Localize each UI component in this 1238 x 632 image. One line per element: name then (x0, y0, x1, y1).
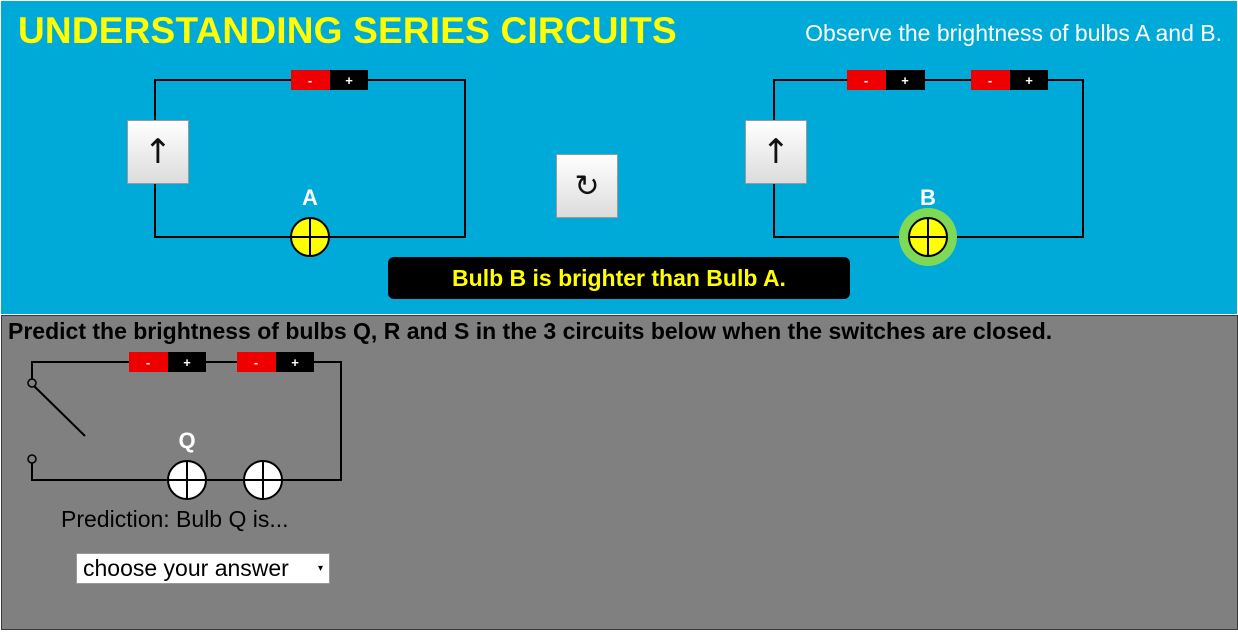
battery-negative-label: - (146, 355, 150, 370)
prediction-question: Predict the brightness of bulbs Q, R and… (8, 318, 1053, 344)
bulb-q (167, 460, 207, 500)
reset-button[interactable]: ↻ (556, 154, 618, 218)
battery-positive-terminal (276, 352, 314, 372)
battery-positive-label: + (183, 355, 191, 370)
switch-b-button[interactable]: ↑ (745, 120, 807, 184)
prediction-label: Prediction: Bulb Q is... (61, 506, 289, 532)
battery-positive-terminal (330, 70, 368, 90)
result-text: Bulb B is brighter than Bulb A. (452, 264, 786, 291)
bulb-a (290, 217, 330, 257)
battery-positive-terminal (886, 70, 925, 90)
bulb-a-label: A (302, 185, 318, 210)
battery-positive-label: + (345, 73, 353, 88)
answer-dropdown[interactable]: choose your answer ▾ (76, 553, 330, 584)
arrow-up-icon: ↑ (143, 132, 173, 172)
bulb-b-label: B (920, 185, 936, 210)
circuit-q-battery-1: - + (129, 352, 206, 372)
battery-positive-terminal (1010, 70, 1048, 90)
result-banner: Bulb B is brighter than Bulb A. (388, 257, 850, 299)
answer-dropdown-value: choose your answer (83, 555, 289, 581)
bulb-b (899, 208, 957, 266)
circuit-q-top-wire (31, 361, 129, 379)
circuit-a-battery: - + (291, 70, 368, 90)
battery-positive-label: + (901, 73, 909, 88)
battery-negative-label: - (988, 73, 992, 88)
battery-negative-label: - (864, 73, 868, 88)
instruction-text: Observe the brightness of bulbs A and B. (805, 20, 1222, 46)
chevron-down-icon: ▾ (317, 563, 323, 574)
bulb-q-second (243, 460, 283, 500)
circuit-q-battery-2: - + (237, 352, 314, 372)
battery-positive-terminal (168, 352, 206, 372)
refresh-icon: ↻ (574, 168, 600, 204)
battery-negative-terminal (291, 70, 330, 90)
bulb-q-label: Q (178, 428, 195, 453)
switch-a-button[interactable]: ↑ (127, 120, 189, 184)
circuit-q-right-wire (31, 361, 342, 481)
battery-negative-terminal (237, 352, 276, 372)
circuit-b-battery-2: - + (971, 70, 1048, 90)
battery-positive-label: + (1025, 73, 1033, 88)
page-title: UNDERSTANDING SERIES CIRCUITS (18, 10, 677, 51)
battery-positive-label: + (291, 355, 299, 370)
circuit-b-battery-1: - + (847, 70, 925, 90)
battery-negative-terminal (971, 70, 1010, 90)
battery-negative-terminal (847, 70, 886, 90)
battery-negative-label: - (308, 73, 312, 88)
battery-negative-terminal (129, 352, 168, 372)
arrow-up-icon: ↑ (761, 132, 791, 172)
battery-negative-label: - (254, 355, 258, 370)
open-switch-icon (27, 378, 86, 464)
